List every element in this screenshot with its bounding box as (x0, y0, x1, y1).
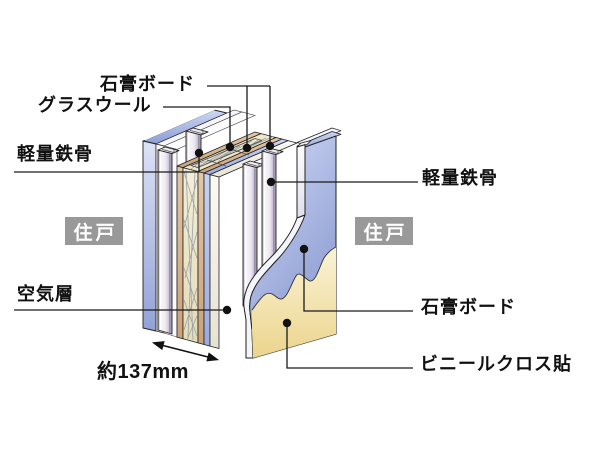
dimension-arrow (151, 341, 220, 362)
steel-runner-track (190, 138, 263, 168)
label-air-layer: 空気層 (17, 284, 74, 304)
label-glass-wool: グラスウール (38, 95, 152, 115)
unit-badge-right: 住戸 (355, 217, 413, 245)
label-steel-frame-left: 軽量鉄骨 (17, 144, 93, 164)
steel-stud-left-front (157, 146, 180, 335)
label-steel-frame-right: 軽量鉄骨 (422, 168, 498, 188)
leader-dots (194, 141, 309, 328)
leader-lines (14, 85, 418, 369)
label-gypsum-board-right: 石膏ボード (421, 297, 516, 317)
right-gypsum-board (243, 127, 342, 359)
label-vinyl-cloth: ビニールクロス貼 (420, 354, 572, 374)
steel-stud-right-front (242, 160, 265, 311)
label-gypsum-board-left: 石膏ボード (100, 74, 195, 94)
unit-badge-left: 住戸 (65, 217, 123, 245)
glass-wool-hatch-front (183, 169, 198, 343)
label-dimension-137mm: 約137mm (97, 361, 189, 383)
